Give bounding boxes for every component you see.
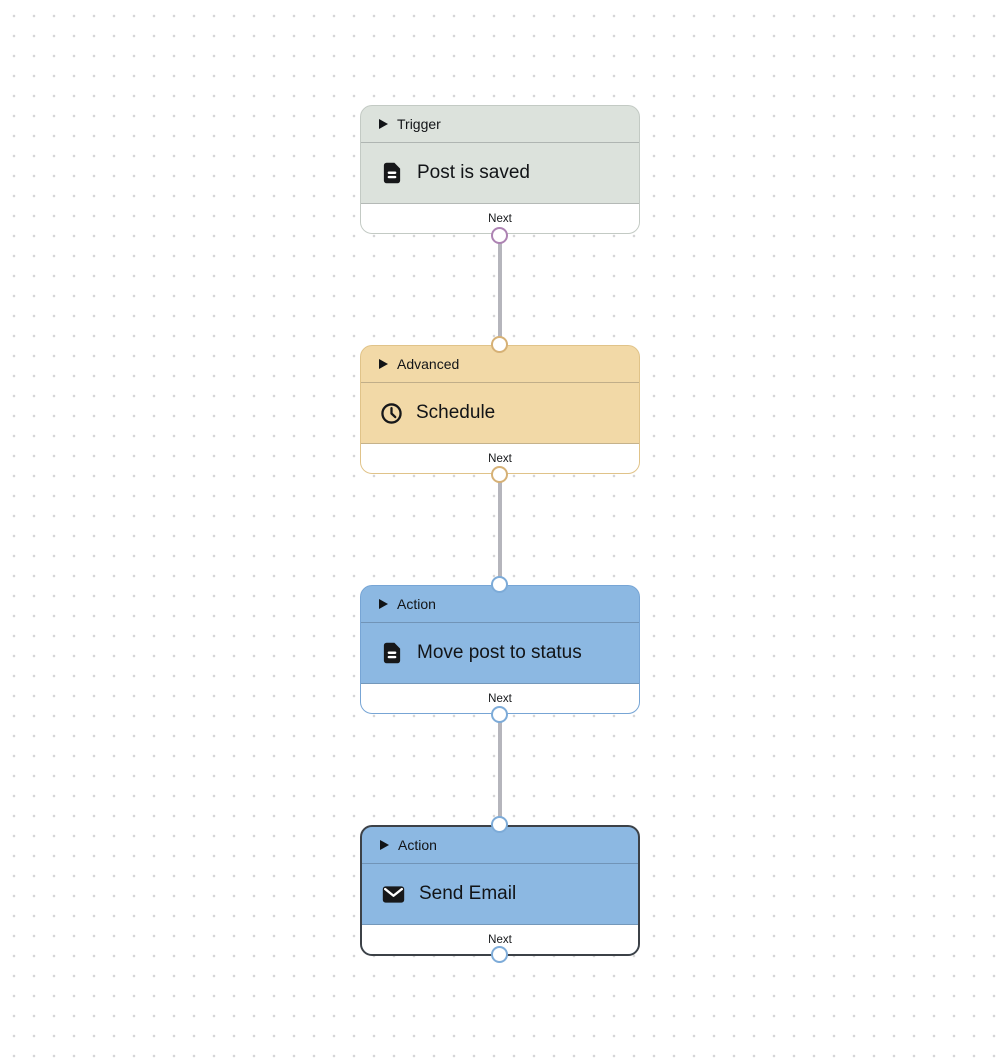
node-title: Send Email [419, 883, 517, 904]
port-advanced-out[interactable] [491, 466, 508, 483]
edge-advanced-to-action1[interactable] [498, 475, 502, 598]
node-body[interactable]: Schedule [361, 383, 639, 444]
port-trigger-out[interactable] [491, 227, 508, 244]
port-advanced-in[interactable] [491, 336, 508, 353]
node-category-label: Action [398, 837, 437, 853]
mail-icon [382, 885, 405, 903]
node-header[interactable]: Advanced [361, 346, 639, 383]
node-title: Move post to status [417, 642, 582, 663]
clock-icon [381, 402, 402, 424]
node-title: Schedule [416, 402, 496, 423]
node-header[interactable]: Action [361, 586, 639, 623]
node-category-label: Advanced [397, 356, 460, 372]
port-action2-in[interactable] [491, 816, 508, 833]
node-body[interactable]: Post is saved [361, 143, 639, 204]
node-advanced-schedule[interactable]: Advanced Schedule Next [360, 345, 640, 474]
node-header[interactable]: Action [362, 827, 638, 864]
document-icon [383, 162, 401, 184]
port-action2-out[interactable] [491, 946, 508, 963]
node-title: Post is saved [417, 162, 530, 183]
node-category-label: Trigger [397, 116, 441, 132]
node-trigger[interactable]: Trigger Post is saved Next [360, 105, 640, 234]
collapse-triangle-icon[interactable] [379, 599, 388, 609]
node-action-send-email[interactable]: Action Send Email Next [360, 825, 640, 956]
edge-action1-to-action2[interactable] [498, 715, 502, 838]
document-icon [383, 642, 401, 664]
node-category-label: Action [397, 596, 436, 612]
node-header[interactable]: Trigger [361, 106, 639, 143]
collapse-triangle-icon[interactable] [380, 840, 389, 850]
node-action-move-post-to-status[interactable]: Action Move post to status Next [360, 585, 640, 714]
node-body[interactable]: Send Email [362, 864, 638, 925]
collapse-triangle-icon[interactable] [379, 359, 388, 369]
collapse-triangle-icon[interactable] [379, 119, 388, 129]
node-body[interactable]: Move post to status [361, 623, 639, 684]
edge-trigger-to-advanced[interactable] [498, 235, 502, 358]
port-action1-out[interactable] [491, 706, 508, 723]
port-action1-in[interactable] [491, 576, 508, 593]
node-next-handle-label: Next [361, 204, 639, 233]
